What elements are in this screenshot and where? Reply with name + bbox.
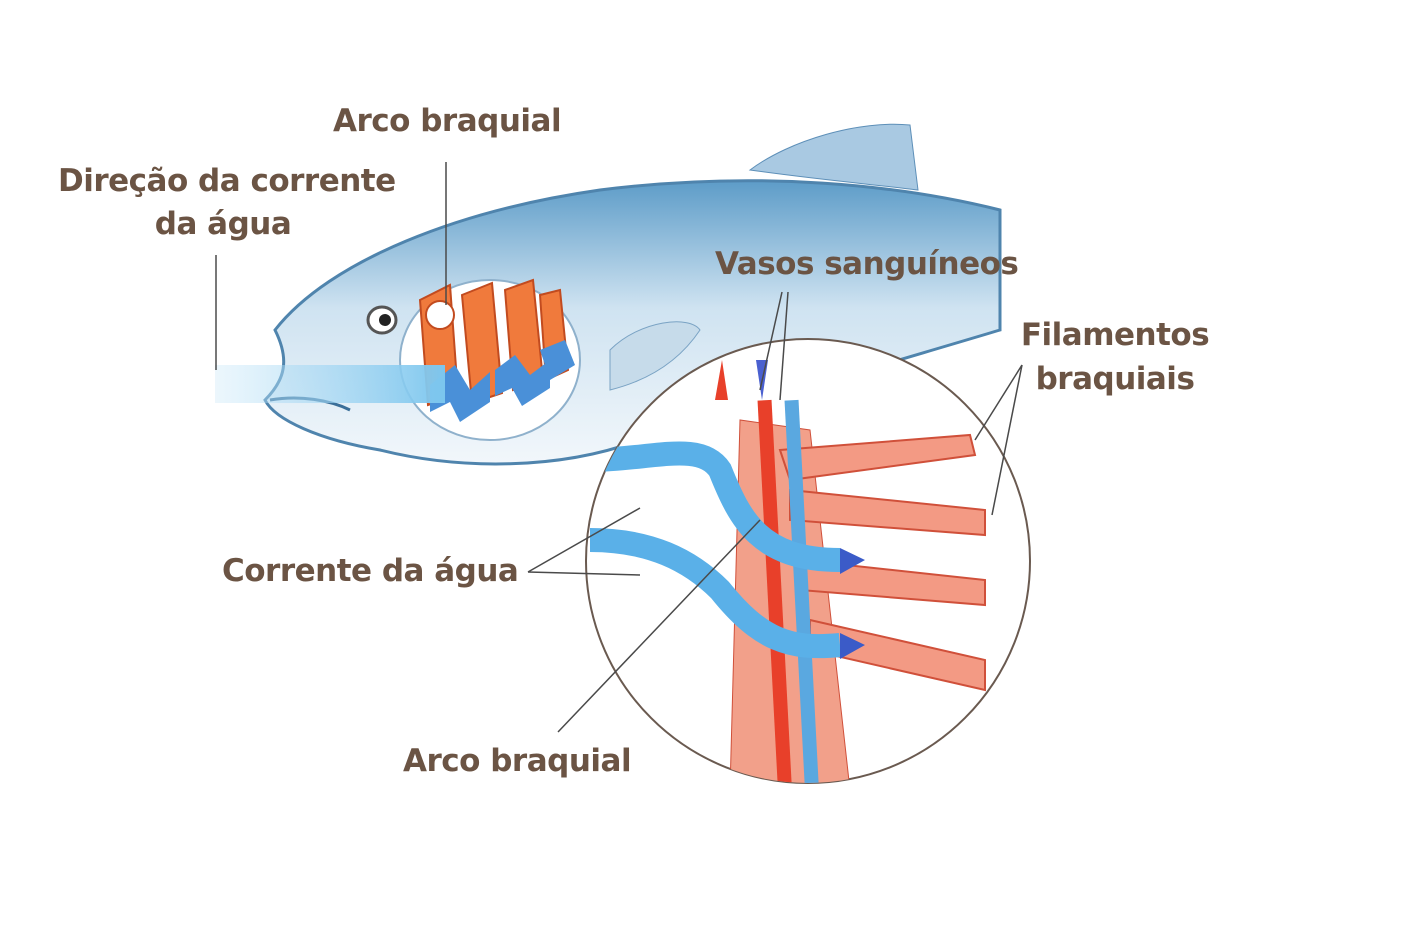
label-filamentos-line1: Filamentos [1020,317,1210,353]
label-direcao-line1: Direção da corrente [58,163,396,199]
leader-lines [215,162,1023,733]
label-arco-braquial-bottom: Arco braquial [403,743,632,779]
zoom-circle [585,338,1031,784]
label-arco-braquial-top: Arco braquial [333,103,562,139]
gill-arch-marker [425,300,455,330]
label-filamentos-line2: braquiais [1035,361,1195,397]
water-current-upper [589,441,841,572]
label-corrente-da-agua: Corrente da água [222,553,519,589]
label-vasos-sanguineos: Vasos sanguíneos [715,246,1019,282]
deoxygenated-vessel [784,399,819,783]
fish [215,123,1002,466]
water-current-lower [589,528,842,659]
water-stream [215,365,445,403]
gill-filaments [778,433,986,692]
pectoral-fin [609,321,701,391]
dorsal-fin [748,123,919,191]
arrow-up-icon [715,360,728,400]
label-direcao-line2: da água [154,206,292,242]
oxygenated-vessel [757,399,792,783]
